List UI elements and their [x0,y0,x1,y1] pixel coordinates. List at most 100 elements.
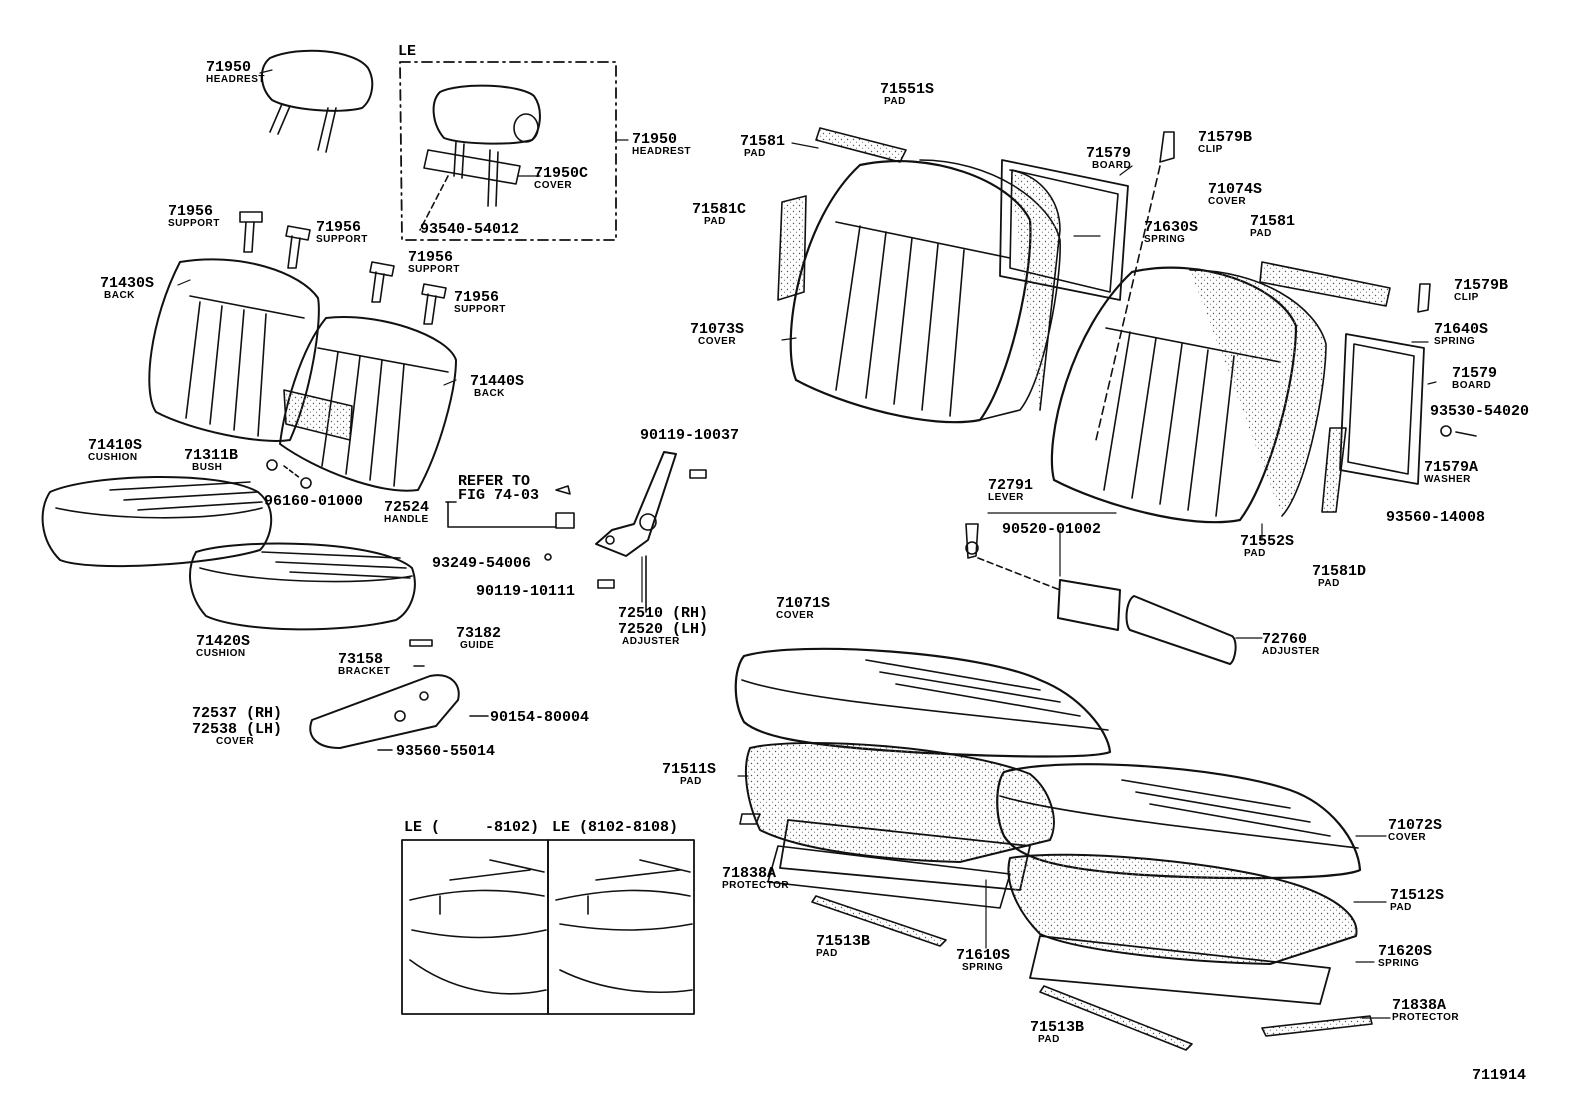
part-name-headrest: HEADREST [206,74,266,85]
part-name-spring-71620s: SPRING [1378,958,1420,969]
part-number-90154-80004: 90154-80004 [490,709,590,726]
part-number-71838a-a: 71838A [722,865,777,882]
part-number-71579-a: 71579 [1086,145,1132,162]
cushion-71420s-illustration [190,544,415,630]
part-name-pad-71513b-a: PAD [816,948,838,959]
part-number-71440s: 71440S [470,373,525,390]
part-name-handle: HANDLE [384,514,429,525]
board-71579-upper [1000,132,1174,440]
le-inset-boxes [402,840,694,1014]
part-name-pad-71551s: PAD [884,96,906,107]
recliner-adjuster [596,452,706,612]
part-name-spring-71640s: SPRING [1434,336,1476,347]
cushion-71410s-illustration [43,477,272,566]
part-name-adjuster-72760: ADJUSTER [1262,646,1320,657]
part-number-71513b-b: 71513B [1030,1019,1085,1036]
part-name-cushion-71420s: CUSHION [196,648,246,659]
support-pins [240,212,446,324]
part-name-pad-71581d: PAD [1318,578,1340,589]
part-number-72520-lh: 72520 (LH) [618,621,709,638]
part-name-pad-71552s: PAD [1244,548,1266,559]
part-name-cover-71073s: COVER [698,336,737,347]
refer-figure-label: FIG 74-03 [458,487,540,504]
seat-pad-71512s-illustration [1008,855,1372,1050]
part-number-71581-a: 71581 [740,133,786,150]
part-name-cover-71071s: COVER [776,610,815,621]
part-name-spring-71630s: SPRING [1144,234,1186,245]
part-number-71956-c: 71956 [408,249,454,266]
seat-back-71073s-illustration [778,128,1060,422]
part-number-72538-lh: 72538 (LH) [192,721,283,738]
seat-back-71074s-illustration [1052,262,1476,522]
part-name-guide: GUIDE [460,640,495,651]
headrest-71950-illustration [262,51,372,152]
part-number-71512s: 71512S [1390,887,1445,904]
part-name-spring-71610s: SPRING [962,962,1004,973]
part-number-71072s: 71072S [1388,817,1443,834]
part-number-90119-10037: 90119-10037 [640,427,740,444]
part-name-cover-71072s: COVER [1388,832,1427,843]
part-name-clip-a: CLIP [1198,144,1223,155]
part-name-cover-72538: COVER [216,736,255,747]
part-number-71610s: 71610S [956,947,1011,964]
part-number-73158: 73158 [338,651,384,668]
part-number-90119-10111: 90119-10111 [476,583,576,600]
part-number-71410s: 71410S [88,437,143,454]
part-name-support-b: SUPPORT [316,234,368,245]
part-number-71956-a: 71956 [168,203,214,220]
part-number-71073s: 71073S [690,321,745,338]
part-name-bush: BUSH [192,462,223,473]
part-number-71311b: 71311B [184,447,239,464]
part-number-71838a-b: 71838A [1392,997,1447,1014]
figure-number: 711914 [1472,1067,1527,1084]
part-number-71511s: 71511S [662,761,717,778]
part-name-cover-71950c: COVER [534,180,573,191]
refer-to-label: REFER TO [458,473,531,490]
le-headrest-box [400,62,616,240]
part-number-71579-b: 71579 [1452,365,1498,382]
seat-pad-71511s-illustration [740,743,1054,946]
part-name-pad-71512s: PAD [1390,902,1412,913]
part-name-pad-71511s: PAD [680,776,702,787]
seat-cushion-71071s-illustration [736,649,1110,757]
leader-lines [178,70,1436,1018]
part-number-72537-rh: 72537 (RH) [192,705,283,722]
part-number-71950-le: 71950 [632,131,678,148]
part-name-pad-71581-a: PAD [744,148,766,159]
part-number-71420s: 71420S [196,633,251,650]
part-name-pad-71581-b: PAD [1250,228,1272,239]
part-name-cover-71074s: COVER [1208,196,1247,207]
part-number-71950: 71950 [206,59,252,76]
part-number-73182: 73182 [456,625,502,642]
part-number-71630s: 71630S [1144,219,1199,236]
part-name-clip-b: CLIP [1454,292,1479,303]
part-name-protector-b: PROTECTOR [1392,1012,1460,1023]
part-number-71956-d: 71956 [454,289,500,306]
part-name-board-a: BOARD [1092,160,1132,171]
part-number-71579a: 71579A [1424,459,1479,476]
part-name-cushion-71410s: CUSHION [88,452,138,463]
part-name-pad-71581c: PAD [704,216,726,227]
part-number-71581-b: 71581 [1250,213,1296,230]
part-name-adjuster-72510: ADJUSTER [622,636,680,647]
part-number-71074s: 71074S [1208,181,1263,198]
bush-and-bolts [267,460,574,560]
le-inset-late-title: LE (8102-8108) [552,819,679,836]
part-number-71513b-a: 71513B [816,933,871,950]
back-71440s-illustration [280,317,456,491]
part-number-72510-rh: 72510 (RH) [618,605,709,622]
part-name-headrest-le: HEADREST [632,146,692,157]
part-name-washer: WASHER [1424,474,1471,485]
lower-cover-parts [310,640,488,750]
part-number-71620s: 71620S [1378,943,1433,960]
seat-cushion-71072s-illustration [997,764,1360,878]
part-name-protector-a: PROTECTOR [722,880,790,891]
part-number-93560-55014: 93560-55014 [396,743,496,760]
part-number-96160-01000: 96160-01000 [264,493,364,510]
part-number-71950c: 71950C [534,165,589,182]
part-name-support-c: SUPPORT [408,264,460,275]
part-number-90520-01002: 90520-01002 [1002,521,1102,538]
part-number-71581c: 71581C [692,201,747,218]
part-number-71956-b: 71956 [316,219,362,236]
